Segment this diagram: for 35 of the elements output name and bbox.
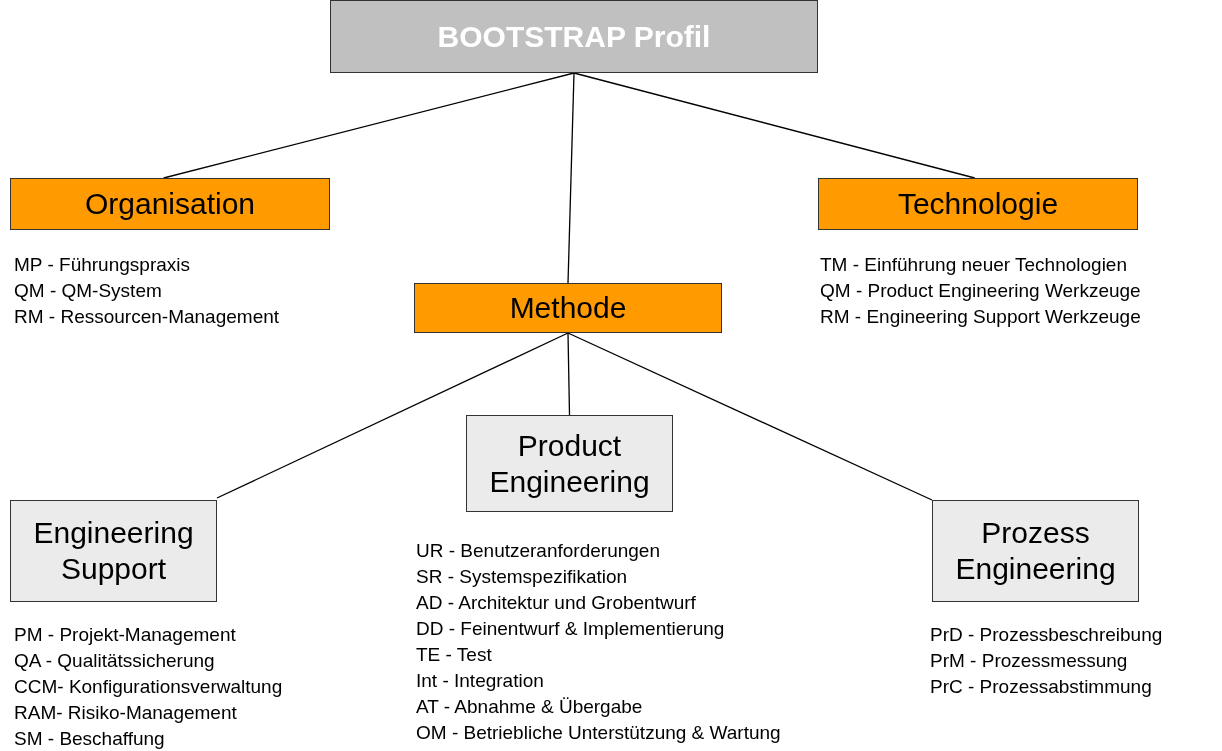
category-box: Technologie xyxy=(818,178,1138,230)
connector-line xyxy=(567,332,571,416)
title-box: BOOTSTRAP Profil xyxy=(330,0,818,73)
connector-line xyxy=(567,332,933,501)
list-item: SM - Beschaffung xyxy=(14,727,166,751)
list-item: UR - Benutzeranforderungen xyxy=(416,539,661,563)
list-item: RM - Ressourcen-Management xyxy=(14,305,280,329)
list-item: Int - Integration xyxy=(416,669,545,693)
connector-line xyxy=(567,72,575,284)
list-item: AD - Architektur und Grobentwurf xyxy=(416,591,697,615)
list-item: AT - Abnahme & Übergabe xyxy=(416,695,644,719)
list-item: PrM - Prozessmessung xyxy=(930,649,1129,673)
list-item: QM - Product Engineering Werkzeuge xyxy=(820,279,1141,303)
list-item: PM - Projekt-Management xyxy=(14,623,237,647)
subcategory-box: Prozess Engineering xyxy=(932,500,1139,602)
category-box: Organisation xyxy=(10,178,330,230)
list-item: RM - Engineering Support Werkzeuge xyxy=(820,305,1141,329)
list-item: SR - Systemspezifikation xyxy=(416,565,629,589)
list-item: QA - Qualitätssicherung xyxy=(14,649,216,673)
list-item: CCM- Konfigurationsverwaltung xyxy=(14,675,283,699)
connector-line xyxy=(216,332,569,499)
list-item: DD - Feinentwurf & Implementierung xyxy=(416,617,726,641)
category-box: Methode xyxy=(414,283,722,333)
list-item: TM - Einführung neuer Technologien xyxy=(820,253,1128,277)
connector-line xyxy=(162,72,575,179)
list-item: RAM- Risiko-Management xyxy=(14,701,238,725)
connector-line xyxy=(573,72,976,179)
list-item: PrC - Prozessabstimmung xyxy=(930,675,1153,699)
list-item: PrD - Prozessbeschreibung xyxy=(930,623,1163,647)
list-item: MP - Führungspraxis xyxy=(14,253,191,277)
subcategory-box: Engineering Support xyxy=(10,500,217,602)
list-item: TE - Test xyxy=(416,643,493,667)
list-item: QM - QM-System xyxy=(14,279,163,303)
subcategory-box: Product Engineering xyxy=(466,415,673,512)
list-item: OM - Betriebliche Unterstützung & Wartung xyxy=(416,721,781,745)
